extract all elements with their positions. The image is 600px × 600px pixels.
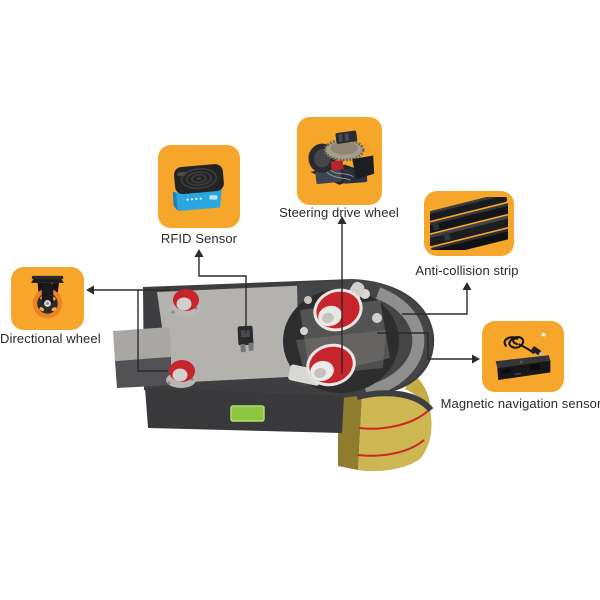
rfid-sensor-card bbox=[158, 145, 240, 228]
directional-wheel-card bbox=[11, 267, 84, 330]
magnetic-navigation-sensor-label: Magnetic navigation sensor bbox=[440, 396, 600, 411]
recess-post bbox=[300, 327, 308, 335]
steering-drive-wheel-label: Steering drive wheel bbox=[279, 205, 399, 220]
directional-arrowhead bbox=[86, 285, 94, 295]
magnetic-navigation-sensor-image bbox=[495, 332, 551, 381]
recess-post bbox=[304, 296, 312, 304]
nose-rim-bottom bbox=[356, 390, 434, 413]
anti-collision-strip-image bbox=[430, 197, 508, 250]
anticollision-arrowhead bbox=[462, 282, 472, 290]
rfid-sensor-image bbox=[172, 164, 224, 211]
side-block bbox=[113, 327, 171, 388]
caster-front bbox=[170, 289, 200, 317]
rfid-sensor-label: RFID Sensor bbox=[160, 231, 238, 246]
caster-rear bbox=[166, 360, 196, 388]
anti-collision-strip-label: Anti-collision strip bbox=[415, 263, 519, 278]
drive-wheel-upper bbox=[313, 281, 365, 332]
steering-drive-wheel-card bbox=[297, 117, 382, 205]
battery-indicator bbox=[230, 405, 265, 422]
magnetic-arrowhead bbox=[472, 354, 480, 364]
magnetic-navigation-sensor-card bbox=[482, 321, 564, 392]
recess-post bbox=[372, 313, 382, 323]
directional-wheel-image bbox=[31, 275, 64, 319]
rfid-arrowhead bbox=[194, 249, 204, 257]
directional-wheel-label: Directional wheel bbox=[0, 331, 101, 346]
agv-chassis-illustration bbox=[113, 279, 435, 472]
anti-collision-strip-card bbox=[424, 191, 514, 256]
steering-drive-wheel-image bbox=[308, 130, 375, 185]
battery-cylinder bbox=[338, 373, 432, 472]
